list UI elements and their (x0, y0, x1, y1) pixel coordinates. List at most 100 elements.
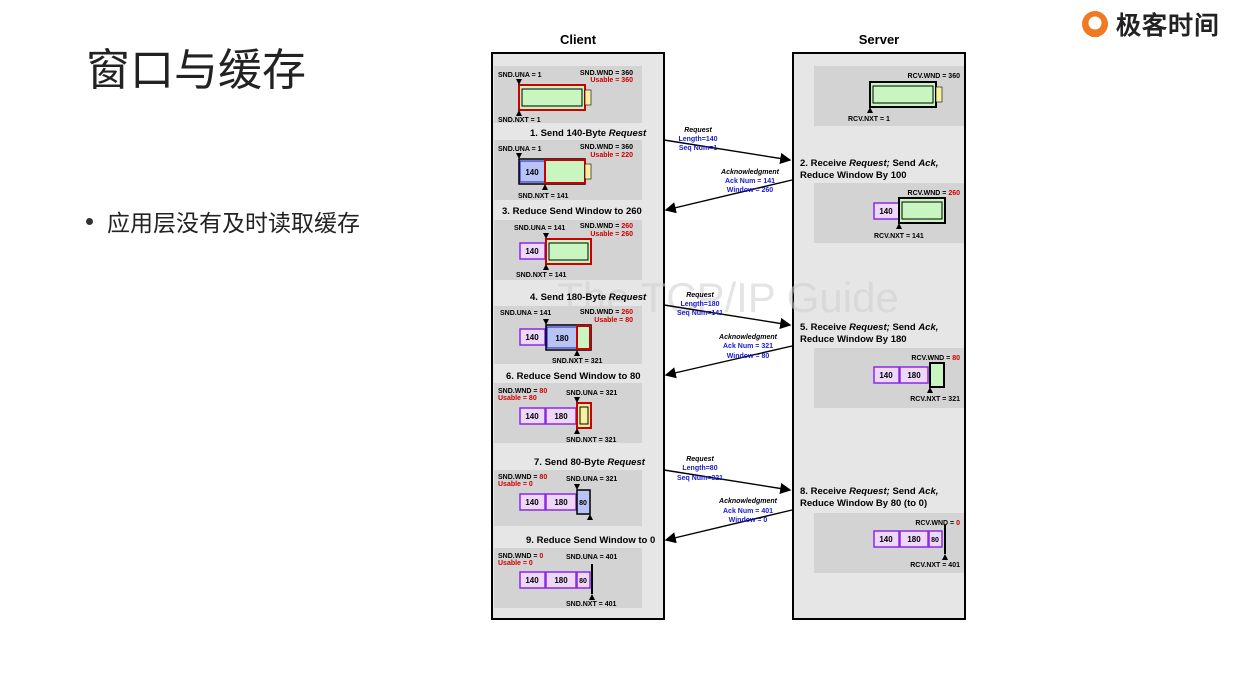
step-5: 5. Receive Request; Send Ack, (800, 322, 938, 333)
snd-una-label: SND.UNA = 321 (566, 476, 617, 483)
message-line: Seq Num=141 (677, 310, 723, 317)
segment-80: 80 (579, 500, 587, 507)
message-line: Ack Num = 141 (725, 178, 775, 185)
server-state-1: RCV.WND = 260 140 RCV.NXT = 141 (814, 183, 964, 243)
segment-140: 140 (879, 371, 893, 380)
usable-label: Usable = 360 (590, 77, 633, 84)
message-line: Seq Num=321 (677, 475, 723, 482)
bullet-text: 应用层没有及时读取缓存 (107, 211, 360, 237)
message-line: Length=180 (680, 301, 719, 308)
step-8: 8. Receive Request; Send Ack, (800, 486, 938, 497)
message-line: Ack Num = 401 (723, 508, 773, 515)
step-1: 1. Send 140-Byte Request (530, 128, 647, 139)
segment-140: 140 (525, 333, 539, 342)
message-line: Window = 80 (727, 353, 770, 360)
segment-80: 80 (579, 578, 587, 585)
message-line: Length=80 (682, 465, 717, 472)
message-ack-2: Acknowledgment Ack Num = 321 Window = 80 (664, 334, 793, 379)
segment-180: 180 (555, 334, 569, 343)
usable-label: Usable = 80 (498, 395, 537, 402)
message-line: Seq Num=1 (679, 145, 717, 152)
bullet-dot (86, 218, 93, 225)
slide-title: 窗口与缓存 (86, 45, 306, 96)
rcv-wnd-label: RCV.WND = 80 (911, 355, 960, 362)
step-2-line-2: Reduce Window By 100 (800, 170, 907, 181)
snd-nxt-label: SND.NXT = 401 (566, 601, 616, 608)
client-state-3: SND.UNA = 141 SND.WND = 260 Usable = 80 … (494, 306, 642, 365)
rcv-nxt-label: RCV.NXT = 401 (910, 562, 960, 569)
step-5-line-2: Reduce Window By 180 (800, 334, 907, 345)
rcv-wnd-label: RCV.WND = 260 (908, 190, 961, 197)
message-line: Window = 0 (729, 517, 768, 524)
logo-text: 极客时间 (1116, 11, 1221, 40)
client-state-4: SND.WND = 80 Usable = 80 SND.UNA = 321 1… (494, 383, 642, 444)
snd-nxt-label: SND.NXT = 141 (518, 193, 568, 200)
server-state-0: RCV.WND = 360 RCV.NXT = 1 (814, 66, 964, 126)
bullet-item: 应用层没有及时读取缓存 (86, 204, 360, 238)
step-8-line-2: Reduce Window By 80 (to 0) (800, 498, 927, 509)
rcv-wnd-label: RCV.WND = 0 (915, 520, 960, 527)
segment-140: 140 (525, 412, 539, 421)
snd-nxt-label: SND.NXT = 1 (498, 117, 541, 124)
message-ack-1: Acknowledgment Ack Num = 141 Window = 26… (664, 169, 793, 214)
step-2: 2. Receive Request; Send Ack, (800, 158, 938, 169)
client-state-5: SND.WND = 80 Usable = 0 SND.UNA = 321 14… (494, 470, 642, 526)
usable-label: Usable = 220 (590, 152, 633, 159)
usable-label: Usable = 0 (498, 560, 533, 567)
snd-wnd-label: SND.WND = 260 (580, 309, 633, 316)
segment-180: 180 (554, 412, 568, 421)
segment-140: 140 (879, 535, 893, 544)
message-title: Request (686, 456, 714, 463)
message-title: Request (686, 292, 714, 299)
segment-180: 180 (907, 535, 921, 544)
usable-label: Usable = 0 (498, 481, 533, 488)
rcv-nxt-label: RCV.NXT = 1 (848, 116, 890, 123)
snd-una-label: SND.UNA = 141 (500, 310, 551, 317)
segment-180: 180 (554, 576, 568, 585)
snd-wnd-label: SND.WND = 360 (580, 144, 633, 151)
message-line: Length=140 (678, 136, 717, 143)
usable-label: Usable = 260 (590, 231, 633, 238)
message-request-3: Request Length=80 Seq Num=321 (663, 456, 792, 494)
snd-wnd-label: SND.WND = 80 (498, 388, 547, 395)
step-3: 3. Reduce Send Window to 260 (502, 206, 642, 217)
message-line: Ack Num = 321 (723, 343, 773, 350)
tcp-window-diagram: Client Server The TCP/IP Guide SND.UNA =… (491, 32, 966, 620)
rcv-wnd-label: RCV.WND = 360 (908, 73, 961, 80)
step-9: 9. Reduce Send Window to 0 (526, 535, 655, 546)
segment-140: 140 (525, 498, 539, 507)
server-label: Server (859, 32, 899, 47)
geektime-logo-icon (1082, 11, 1108, 37)
rcv-nxt-label: RCV.NXT = 141 (874, 233, 924, 240)
logo: 极客时间 (1080, 6, 1220, 42)
segment-80: 80 (931, 537, 939, 544)
message-request-2: Request Length=180 Seq Num=141 (663, 292, 792, 329)
client-state-1: SND.UNA = 1 SND.WND = 360 Usable = 220 1… (494, 140, 642, 200)
snd-una-label: SND.UNA = 401 (566, 554, 617, 561)
snd-nxt-label: SND.NXT = 141 (516, 272, 566, 279)
segment-140: 140 (525, 168, 539, 177)
usable-label: Usable = 80 (594, 317, 633, 324)
message-title: Acknowledgment (718, 498, 778, 505)
snd-una-label: SND.UNA = 1 (498, 72, 542, 79)
snd-wnd-label: SND.WND = 260 (580, 223, 633, 230)
step-7: 7. Send 80-Byte Request (534, 457, 646, 468)
client-state-2: SND.UNA = 141 SND.WND = 260 Usable = 260… (494, 220, 642, 280)
server-state-3: RCV.WND = 0 140 180 80 RCV.NXT = 401 (814, 513, 964, 573)
message-title: Acknowledgment (720, 169, 780, 176)
rcv-nxt-label: RCV.NXT = 321 (910, 396, 960, 403)
snd-nxt-label: SND.NXT = 321 (552, 358, 602, 365)
message-request-1: Request Length=140 Seq Num=1 (663, 127, 792, 164)
step-6: 6. Reduce Send Window to 80 (506, 371, 641, 382)
client-state-0: SND.UNA = 1 SND.WND = 360 Usable = 360 S… (494, 66, 642, 124)
client-state-6: SND.WND = 0 Usable = 0 SND.UNA = 401 140… (494, 548, 642, 608)
message-title: Request (684, 127, 712, 134)
segment-140: 140 (525, 247, 539, 256)
segment-140: 140 (525, 576, 539, 585)
client-label: Client (560, 32, 597, 47)
segment-180: 180 (554, 498, 568, 507)
snd-una-label: SND.UNA = 1 (498, 146, 542, 153)
message-ack-3: Acknowledgment Ack Num = 401 Window = 0 (664, 498, 793, 544)
snd-una-label: SND.UNA = 321 (566, 390, 617, 397)
segment-180: 180 (907, 371, 921, 380)
